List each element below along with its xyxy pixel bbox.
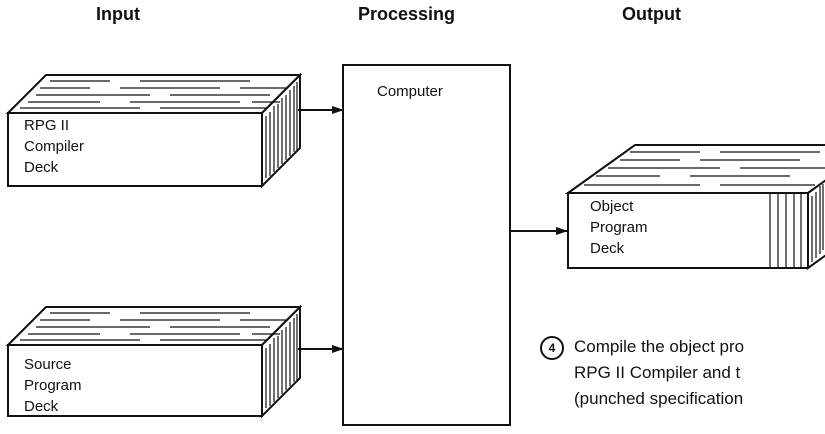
rpg-compiler-deck-label: RPG II Compiler Deck	[24, 115, 84, 178]
header-output: Output	[622, 4, 681, 25]
step-number-badge: 4	[540, 336, 564, 360]
header-input: Input	[96, 4, 140, 25]
step-line-1: Compile the object pro	[574, 334, 744, 360]
step-note: 4 Compile the object pro RPG II Compiler…	[540, 334, 744, 412]
object-program-deck-label: Object Program Deck	[590, 196, 648, 259]
header-processing: Processing	[358, 4, 455, 25]
source-program-deck-label: Source Program Deck	[24, 354, 82, 417]
computer-label: Computer	[377, 83, 443, 100]
step-line-2: RPG II Compiler and t	[574, 360, 744, 386]
step-line-3: (punched specification	[574, 386, 744, 412]
computer-box	[343, 65, 510, 425]
